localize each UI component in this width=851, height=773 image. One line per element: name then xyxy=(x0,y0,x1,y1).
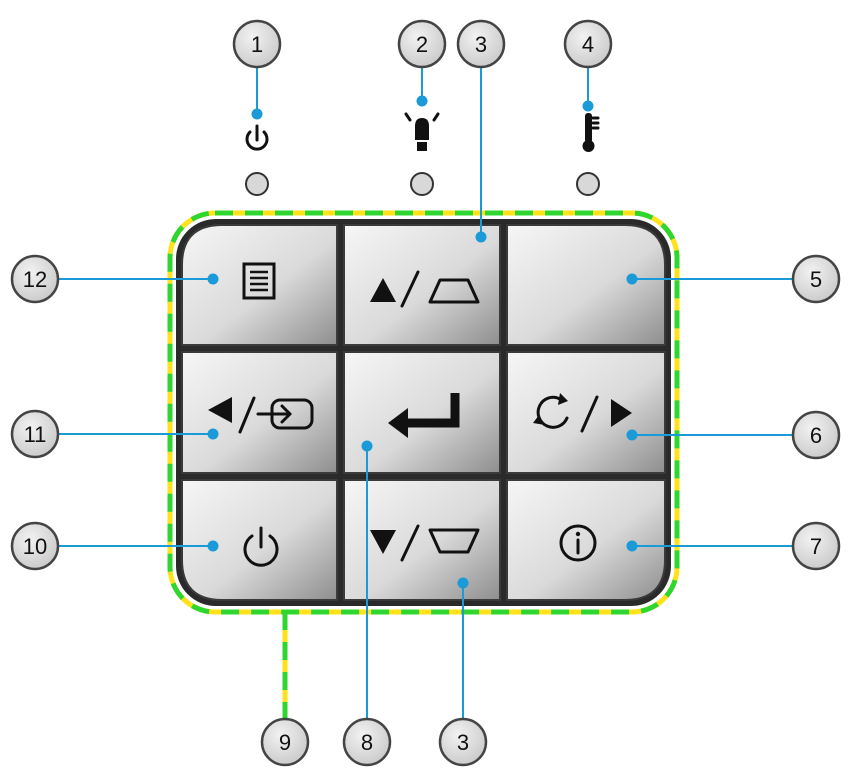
power-icon xyxy=(243,526,279,567)
svg-text:4: 4 xyxy=(582,32,594,57)
enter-icon xyxy=(388,393,460,438)
callout-8: 8 xyxy=(342,717,392,767)
resync-right-key[interactable] xyxy=(506,351,666,474)
leader-dots xyxy=(207,95,638,589)
svg-text:7: 7 xyxy=(810,534,822,559)
svg-text:1: 1 xyxy=(251,32,263,57)
info-icon xyxy=(559,524,597,562)
callout-4: 4 xyxy=(563,19,613,69)
callout-7: 7 xyxy=(791,521,841,571)
blank-key[interactable] xyxy=(506,224,666,346)
lamp-indicator xyxy=(404,112,440,196)
svg-text:11: 11 xyxy=(24,422,47,447)
svg-text:3: 3 xyxy=(475,32,487,57)
svg-text:3: 3 xyxy=(457,730,469,755)
info-key[interactable] xyxy=(506,479,666,601)
temp-indicator xyxy=(576,113,600,196)
svg-text:12: 12 xyxy=(23,267,47,292)
resync-right-icon xyxy=(533,393,632,433)
temp-led xyxy=(576,172,600,196)
up-keystone-key[interactable] xyxy=(343,224,501,346)
callout-9: 9 xyxy=(260,717,310,767)
callout-12: 12 xyxy=(10,254,60,304)
lamp-led xyxy=(410,172,434,196)
callout-5: 5 xyxy=(791,254,841,304)
svg-text:2: 2 xyxy=(416,32,428,57)
callout-1: 1 xyxy=(232,19,282,69)
svg-text:6: 6 xyxy=(810,423,822,448)
lamp-icon xyxy=(404,112,440,151)
callout-11: 11 xyxy=(10,409,60,459)
keypad-outline xyxy=(167,210,680,718)
leader-lines xyxy=(58,67,793,719)
thermometer-icon xyxy=(582,113,600,152)
svg-text:8: 8 xyxy=(361,730,373,755)
up-keystone-icon xyxy=(370,270,480,308)
left-source-icon xyxy=(208,396,314,434)
svg-text:9: 9 xyxy=(279,730,291,755)
svg-text:5: 5 xyxy=(810,267,822,292)
key-grid xyxy=(181,224,666,601)
svg-text:10: 10 xyxy=(23,534,47,559)
power-led-icon xyxy=(245,124,269,151)
menu-icon xyxy=(242,262,276,300)
callout-3-top: 3 xyxy=(456,19,506,69)
power-led xyxy=(245,172,269,196)
power-indicator xyxy=(245,124,269,196)
callout-3-bottom: 3 xyxy=(438,717,488,767)
callout-6: 6 xyxy=(791,410,841,460)
callout-10: 10 xyxy=(10,521,60,571)
enter-key[interactable] xyxy=(343,351,501,474)
down-keystone-icon xyxy=(370,524,480,562)
callout-2: 2 xyxy=(397,19,447,69)
